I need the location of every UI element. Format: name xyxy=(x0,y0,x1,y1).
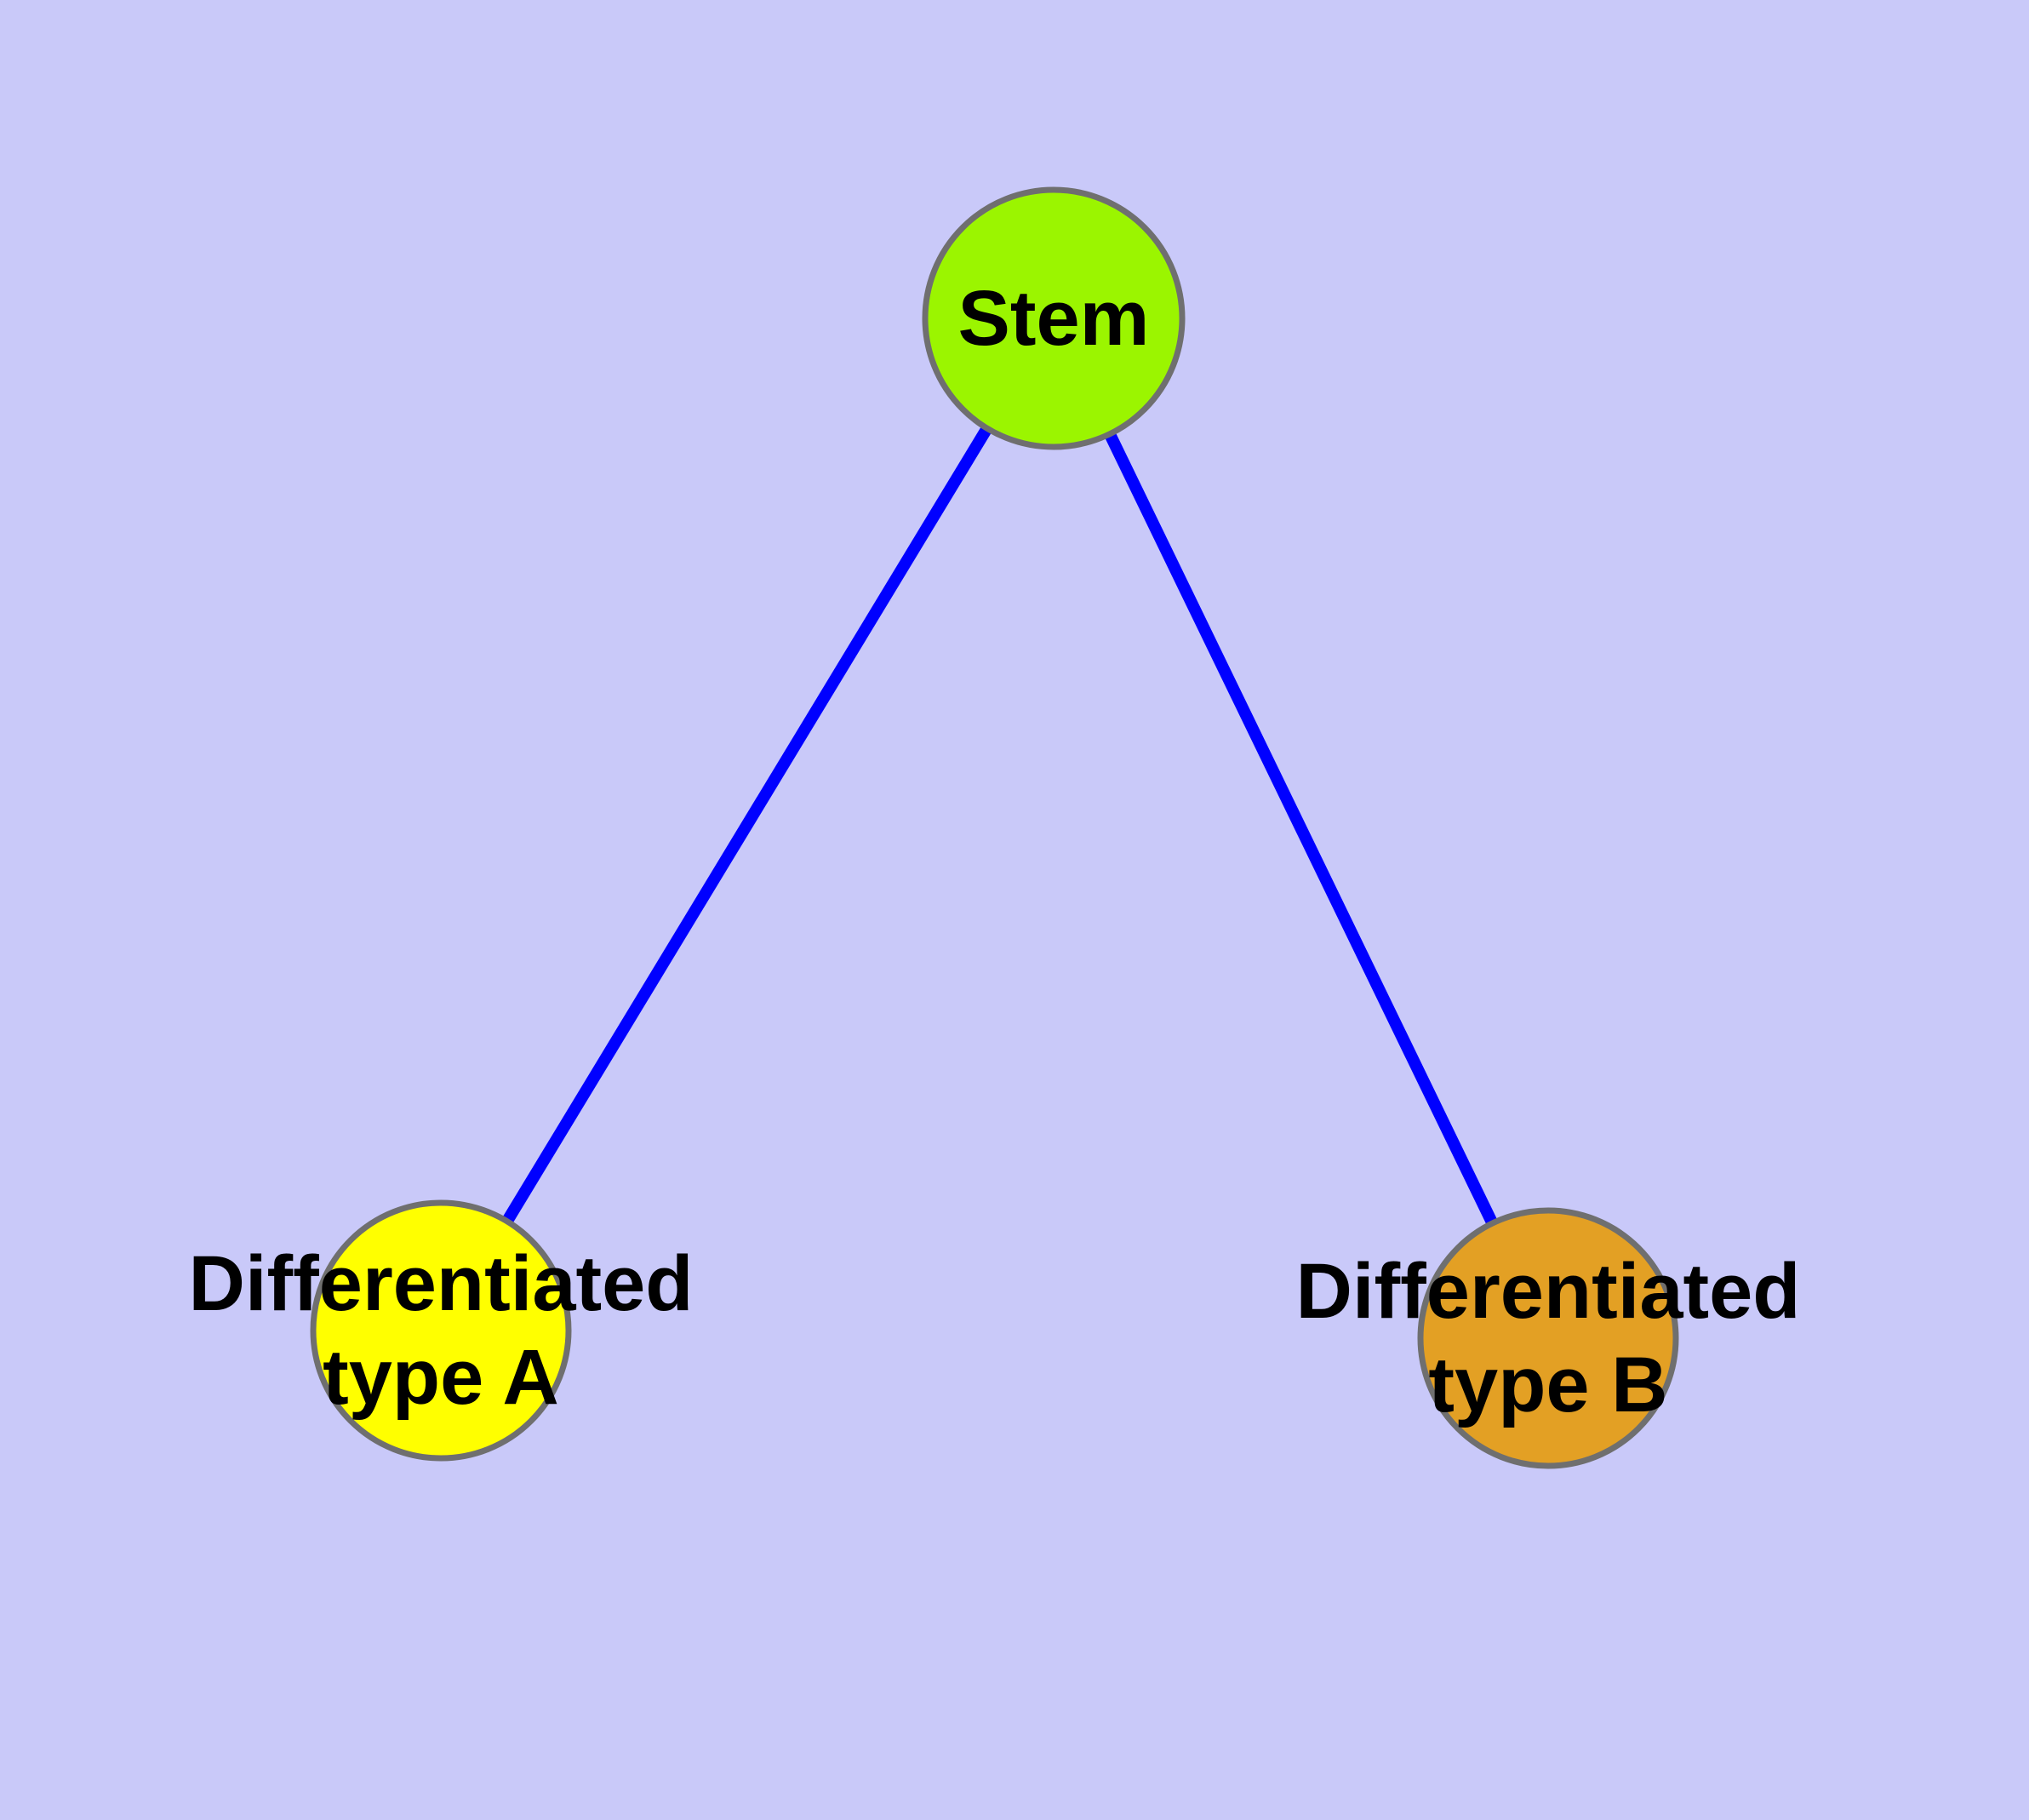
node-label-stem: Stem xyxy=(958,272,1150,365)
node-label-line: type B xyxy=(1428,1342,1668,1428)
node-label-line: type A xyxy=(323,1334,559,1421)
edge-stem-to-type-a xyxy=(436,315,1059,1334)
node-label-differentiated-type-b: Differentiated type B xyxy=(1296,1245,1801,1432)
node-stem-circle xyxy=(922,186,1186,450)
node-label-differentiated-type-a: Differentiated type A xyxy=(189,1237,694,1424)
edge-stem-to-type-b xyxy=(1048,315,1554,1342)
node-label-line: Differentiated xyxy=(1295,1248,1801,1335)
node-label-line: Stem xyxy=(957,275,1150,362)
node-label-line: Differentiated xyxy=(188,1240,694,1327)
node-differentiated-type-a-circle xyxy=(310,1199,572,1462)
node-differentiated-type-b-circle xyxy=(1417,1207,1679,1469)
